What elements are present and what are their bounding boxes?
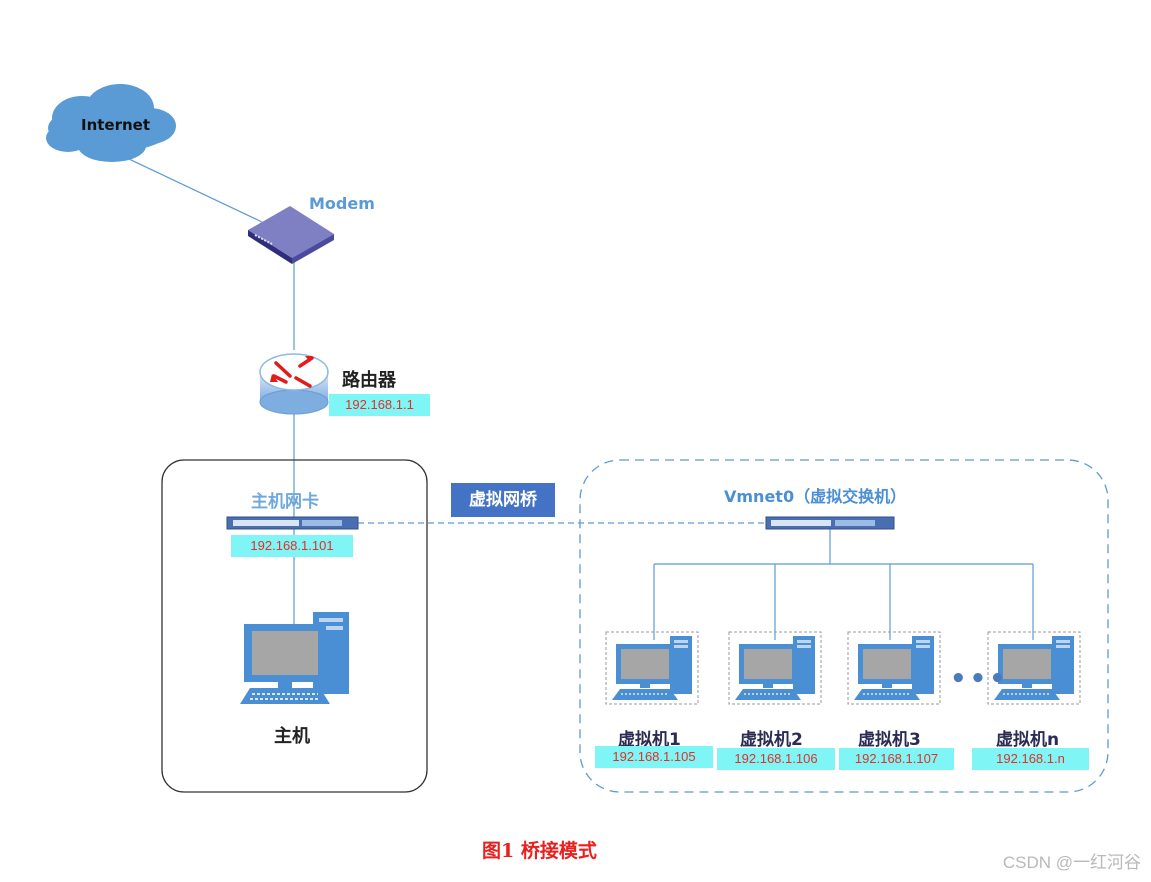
nic-icon xyxy=(226,516,359,530)
vm-label: 虚拟机1 xyxy=(618,730,681,750)
cloud-icon xyxy=(46,84,176,162)
internet-label: Internet xyxy=(81,116,151,134)
vm-label: 虚拟机n xyxy=(996,730,1060,750)
vm-label: 虚拟机3 xyxy=(858,730,921,750)
modem-icon xyxy=(248,206,334,264)
vswitch-label: Vmnet0（虚拟交换机） xyxy=(724,487,907,506)
virtual-bridge-label: 虚拟网桥 xyxy=(451,483,555,517)
link-internet-modem xyxy=(109,149,263,223)
vm-computer-icon xyxy=(987,631,1081,705)
router-ip: 192.168.1.1 xyxy=(329,394,430,416)
vm-container xyxy=(579,459,1109,793)
modem-label: Modem xyxy=(309,194,375,213)
figure-caption: 图1 桥接模式 xyxy=(482,840,597,862)
router-icon xyxy=(259,353,329,415)
host-label: 主机 xyxy=(274,726,310,747)
watermark: CSDN @一红河谷 xyxy=(1002,853,1141,872)
vm-computer-icon xyxy=(847,631,941,705)
vm-computer-icon xyxy=(728,631,822,705)
host-computer-icon xyxy=(240,612,349,704)
vm-ip: 192.168.1.n xyxy=(972,748,1089,770)
vm-ip: 192.168.1.105 xyxy=(595,746,713,768)
ellipsis-dots: ••• xyxy=(950,664,1009,694)
vm-label: 虚拟机2 xyxy=(740,730,803,750)
vm-computer-icon xyxy=(605,631,699,705)
vm-ip: 192.168.1.106 xyxy=(717,748,835,770)
router-label: 路由器 xyxy=(342,370,396,391)
nic-label: 主机网卡 xyxy=(251,492,319,512)
vm-ip: 192.168.1.107 xyxy=(839,748,954,770)
host-box xyxy=(161,459,428,793)
nic-ip: 192.168.1.101 xyxy=(231,535,353,557)
vswitch-icon xyxy=(765,516,895,530)
